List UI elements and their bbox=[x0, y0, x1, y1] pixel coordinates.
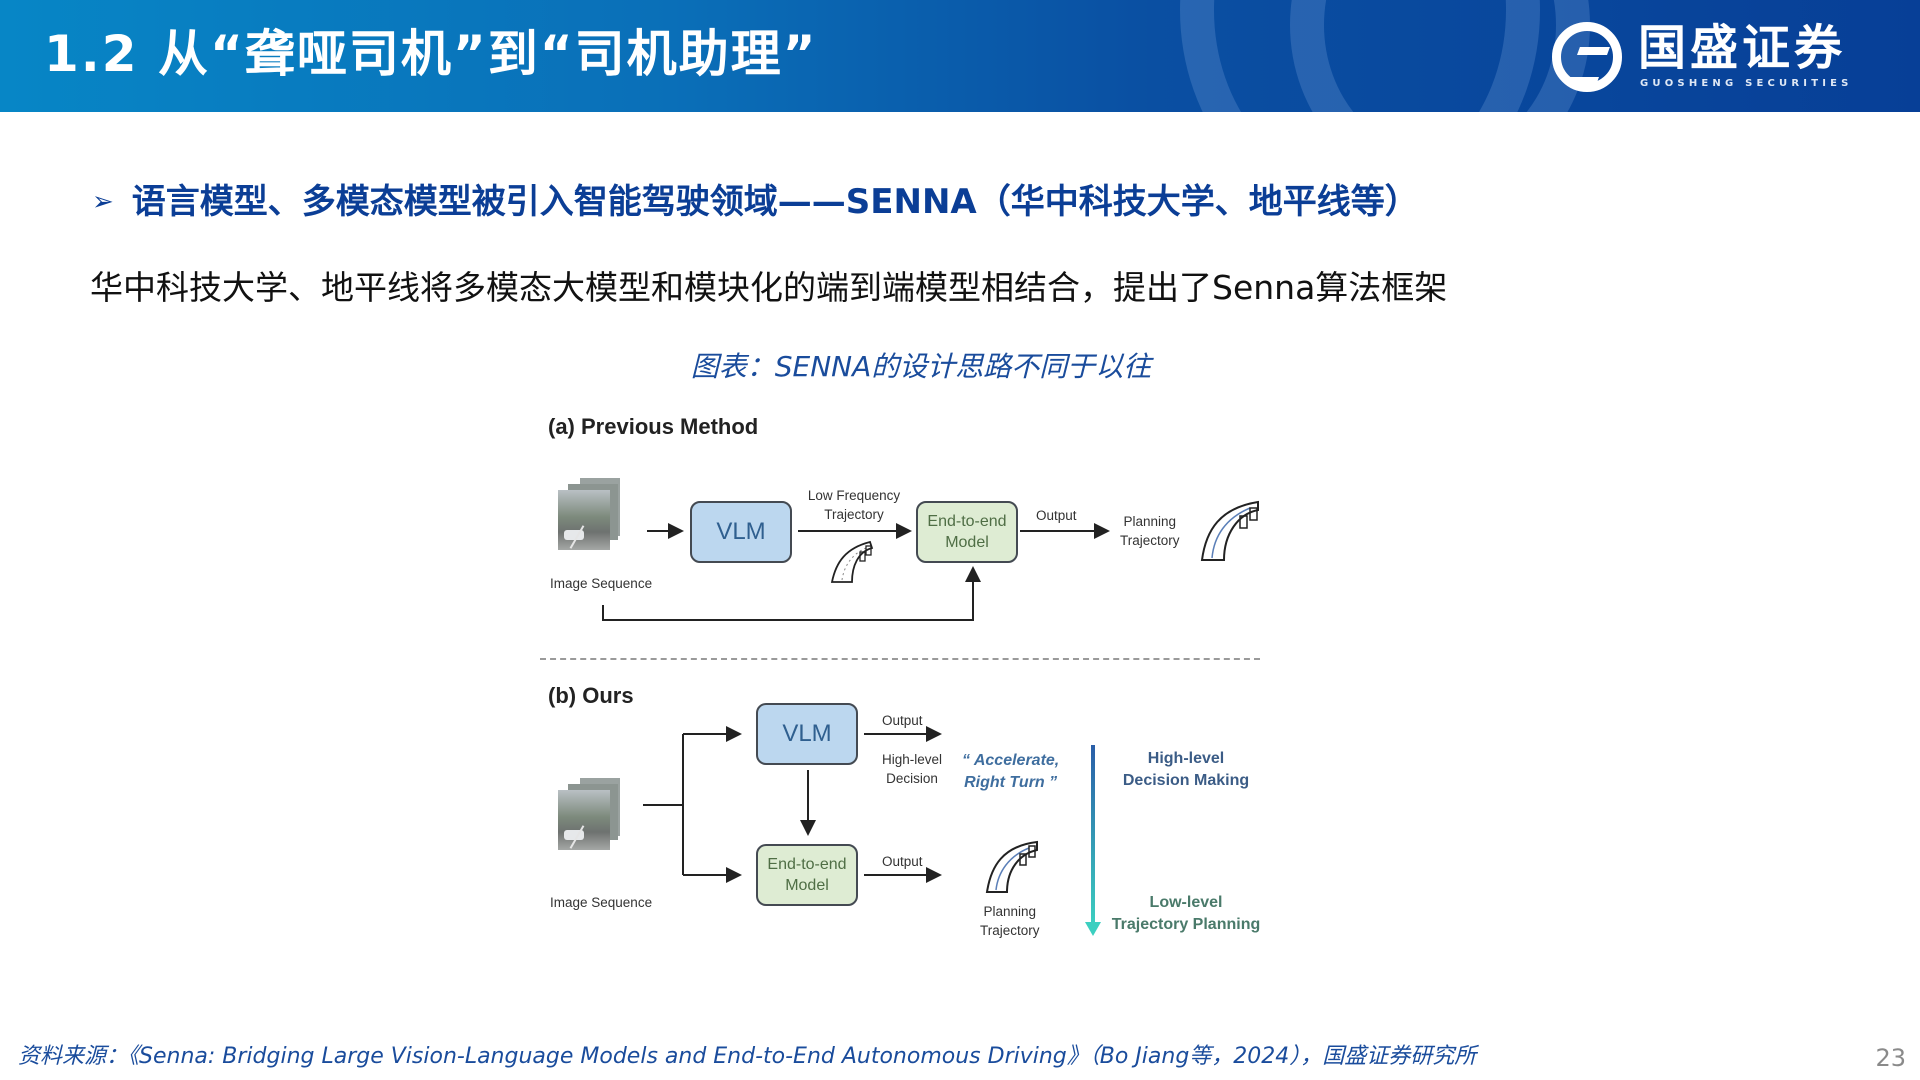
road-icon-a-output bbox=[1200, 500, 1259, 561]
output-label-a: Output bbox=[1036, 508, 1077, 523]
decision-quote: “ Accelerate,Right Turn ” bbox=[962, 752, 1060, 791]
section-divider bbox=[540, 658, 1260, 660]
road-icon-b-output bbox=[985, 840, 1038, 893]
header-bar: 1.2 从“聋哑司机”到“司机助理” 国盛证券 GUOSHENG SECURIT… bbox=[0, 0, 1920, 112]
image-sequence-label-a: Image Sequence bbox=[550, 576, 653, 591]
figure-caption: 图表：SENNA的设计思路不同于以往 bbox=[690, 350, 1152, 383]
vlm-box-a: VLM bbox=[690, 501, 792, 563]
vlm-box-b: VLM bbox=[756, 703, 858, 765]
low-frequency-trajectory-label: Low Frequency Trajectory bbox=[807, 488, 901, 522]
section-a-title: (a) Previous Method bbox=[548, 414, 759, 439]
source-note: 资料来源：《Senna: Bridging Large Vision-Langu… bbox=[18, 1044, 1477, 1069]
logo-text-en: GUOSHENG SECURITIES bbox=[1640, 78, 1853, 89]
page-title: 1.2 从“聋哑司机”到“司机助理” bbox=[44, 25, 818, 83]
image-sequence-thumbnail-a bbox=[558, 478, 620, 550]
company-logo: 国盛证券 GUOSHENG SECURITIES bbox=[1552, 18, 1872, 98]
logo-mark-icon bbox=[1552, 22, 1622, 92]
section-headline: ➢ 语言模型、多模态模型被引入智能驾驶领域——SENNA（华中科技大学、地平线等） bbox=[92, 180, 1419, 224]
road-icon-a bbox=[830, 540, 874, 583]
e2e-output-label-b: Output bbox=[882, 854, 923, 869]
senna-diagram: (a) Previous Method Image Sequence VLM L… bbox=[530, 400, 1290, 1000]
diagram-connectors bbox=[602, 500, 1259, 936]
image-sequence-thumbnail-b bbox=[558, 778, 620, 850]
page-number: 23 bbox=[1875, 1044, 1906, 1072]
headline-text: 语言模型、多模态模型被引入智能驾驶领域——SENNA（华中科技大学、地平线等） bbox=[131, 182, 1419, 222]
section-b-title: (b) Ours bbox=[548, 683, 634, 708]
image-sequence-label-b: Image Sequence bbox=[550, 895, 653, 910]
decorative-arc bbox=[1290, 0, 1590, 112]
body-paragraph: 华中科技大学、地平线将多模态大模型和模块化的端到端模型相结合，提出了Senna算… bbox=[90, 268, 1448, 307]
bullet-arrow-icon: ➢ bbox=[92, 187, 114, 217]
vlm-output-label-b: Output bbox=[882, 713, 923, 728]
logo-text-cn: 国盛证券 bbox=[1638, 20, 1847, 76]
